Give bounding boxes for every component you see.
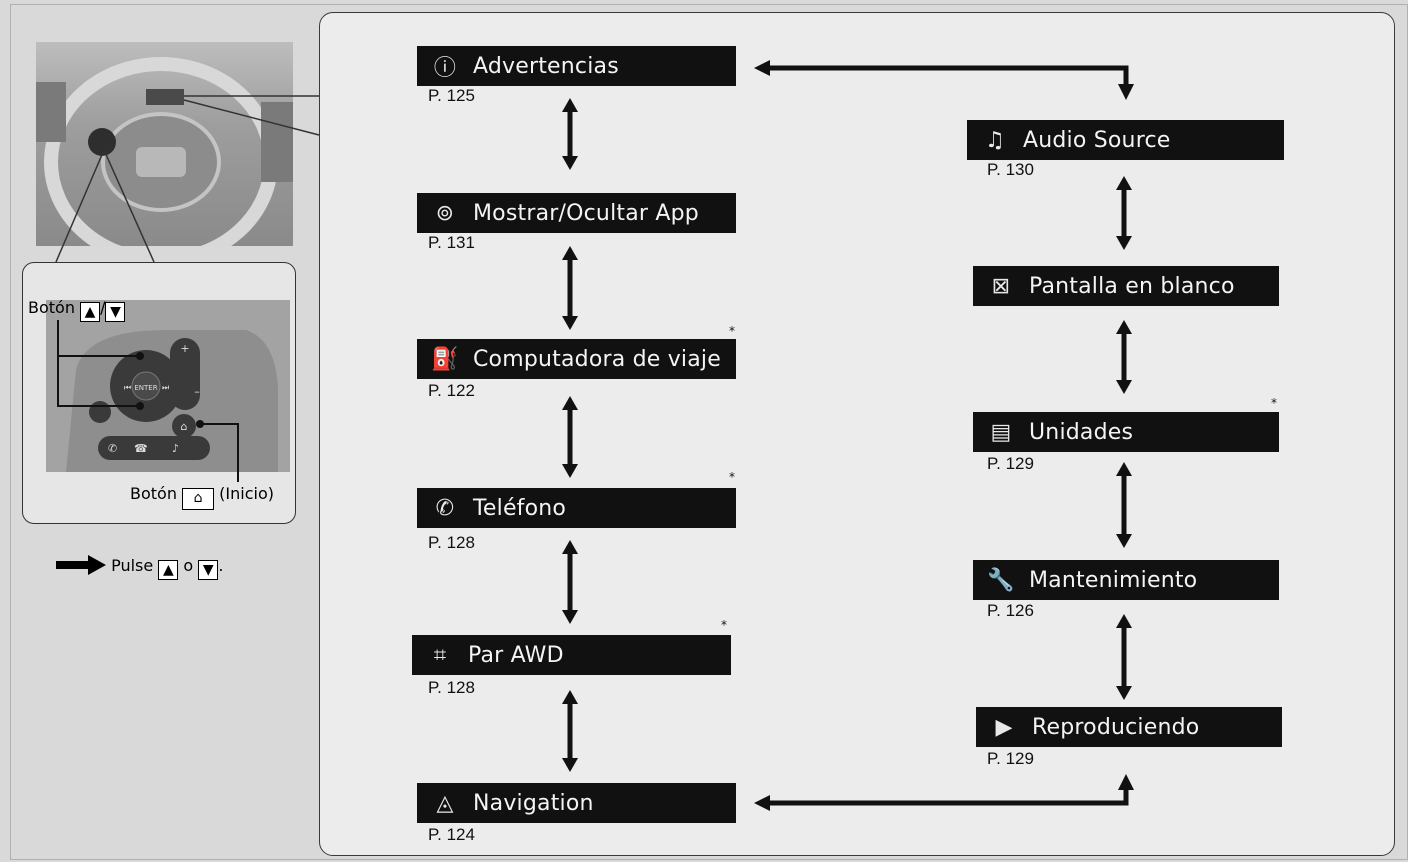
info-icon: ⓘ xyxy=(433,56,457,81)
steering-controls-illustration: ENTER ⏮ ⏭ + – ⌂ ✆ ☎ ♪ xyxy=(46,300,290,472)
compass-icon: ◬ xyxy=(436,790,454,816)
apps-icon: ⊚ xyxy=(435,200,455,226)
home-button-label: Botón ⌂ (Inicio) xyxy=(130,484,274,510)
down-arrow-icon: ▼ xyxy=(105,302,126,322)
steering-controls-photo: ENTER ⏮ ⏭ + – ⌂ ✆ ☎ ♪ xyxy=(46,300,290,472)
asterisk-note: * xyxy=(721,618,727,632)
press-or-text: o xyxy=(183,556,194,575)
press-text: Pulse xyxy=(111,556,154,575)
menu-item-label: Teléfono xyxy=(473,495,567,521)
svg-text:⏭: ⏭ xyxy=(162,383,169,392)
page-ref: P. 129 xyxy=(987,749,1034,768)
menu-item-mantenimiento[interactable]: 🔧 Mantenimiento xyxy=(973,560,1279,600)
menu-item-label: Computadora de viaje xyxy=(473,346,721,372)
menu-item-audio-source[interactable]: ♫ Audio Source xyxy=(967,120,1284,160)
svg-text:⌂: ⌂ xyxy=(181,420,188,433)
awd-icon: ⌗ xyxy=(433,642,447,668)
menu-item-telefono[interactable]: ✆ Teléfono xyxy=(417,488,736,528)
svg-text:✆: ✆ xyxy=(108,442,117,455)
menu-item-label: Mantenimiento xyxy=(1029,567,1198,593)
asterisk-note: * xyxy=(729,324,735,338)
enter-text: ENTER xyxy=(134,384,157,392)
menu-item-label: Advertencias xyxy=(473,53,619,79)
phone-icon: ✆ xyxy=(435,495,455,521)
menu-item-unidades[interactable]: ▤ Unidades xyxy=(973,412,1279,452)
svg-text:☎: ☎ xyxy=(134,442,148,455)
menu-item-mostrar-ocultar-app[interactable]: ⊚ Mostrar/Ocultar App xyxy=(417,193,736,233)
page-ref: P. 131 xyxy=(428,233,475,252)
page-ref: P. 122 xyxy=(428,381,475,400)
page-ref: P. 125 xyxy=(428,86,475,105)
menu-item-pantalla-en-blanco[interactable]: ⊠ Pantalla en blanco xyxy=(973,266,1279,306)
page-ref: P. 124 xyxy=(428,825,475,844)
press-up-arrow-icon: ▲ xyxy=(158,560,179,580)
menu-item-label: Reproduciendo xyxy=(1032,714,1200,740)
page-ref: P. 129 xyxy=(987,454,1034,473)
play-icon: ▶ xyxy=(995,714,1013,740)
up-down-button-text: Botón xyxy=(28,298,75,317)
menu-item-label: Unidades xyxy=(1029,419,1134,445)
press-legend: Pulse ▲ o ▼. xyxy=(56,555,223,580)
page-ref: P. 128 xyxy=(428,533,475,552)
menu-item-par-awd[interactable]: ⌗ Par AWD xyxy=(412,635,731,675)
menu-item-label: Navigation xyxy=(473,790,594,816)
menu-item-computadora-de-viaje[interactable]: ⛽ Computadora de viaje xyxy=(417,339,736,379)
svg-text:♪: ♪ xyxy=(172,442,179,455)
fuel-icon: ⛽ xyxy=(431,346,459,372)
menu-item-reproduciendo[interactable]: ▶ Reproduciendo xyxy=(976,707,1282,747)
dashboard-photo xyxy=(36,42,293,267)
menu-item-label: Mostrar/Ocultar App xyxy=(473,200,699,226)
home-button-text: Botón xyxy=(130,484,177,503)
press-down-arrow-icon: ▼ xyxy=(198,560,219,580)
up-down-button-label: Botón ▲/▼ xyxy=(28,298,126,322)
page-ref: P. 126 xyxy=(987,601,1034,620)
display-highlight xyxy=(146,89,184,105)
menu-item-advertencias[interactable]: ⓘ Advertencias xyxy=(417,46,736,86)
svg-text:⏮: ⏮ xyxy=(124,383,131,392)
press-period-text: . xyxy=(218,556,224,575)
menu-item-label: Par AWD xyxy=(468,642,564,668)
plus-text: + xyxy=(180,342,189,355)
page-ref: P. 128 xyxy=(428,678,475,697)
menu-item-label: Pantalla en blanco xyxy=(1029,273,1235,299)
page-ref: P. 130 xyxy=(987,160,1034,179)
menu-item-label: Audio Source xyxy=(1023,127,1171,153)
wrench-icon: 🔧 xyxy=(987,567,1015,593)
blank-screen-icon: ⊠ xyxy=(991,273,1011,299)
home-button-suffix: (Inicio) xyxy=(219,484,274,503)
home-icon: ⌂ xyxy=(182,488,215,510)
minus-text: – xyxy=(194,385,200,398)
menu-item-navigation[interactable]: ◬ Navigation xyxy=(417,783,736,823)
units-icon: ▤ xyxy=(990,419,1012,445)
up-arrow-icon: ▲ xyxy=(80,302,101,322)
asterisk-note: * xyxy=(1271,396,1277,410)
arrow-right-icon xyxy=(56,555,106,575)
asterisk-note: * xyxy=(729,470,735,484)
music-note-icon: ♫ xyxy=(985,127,1005,153)
